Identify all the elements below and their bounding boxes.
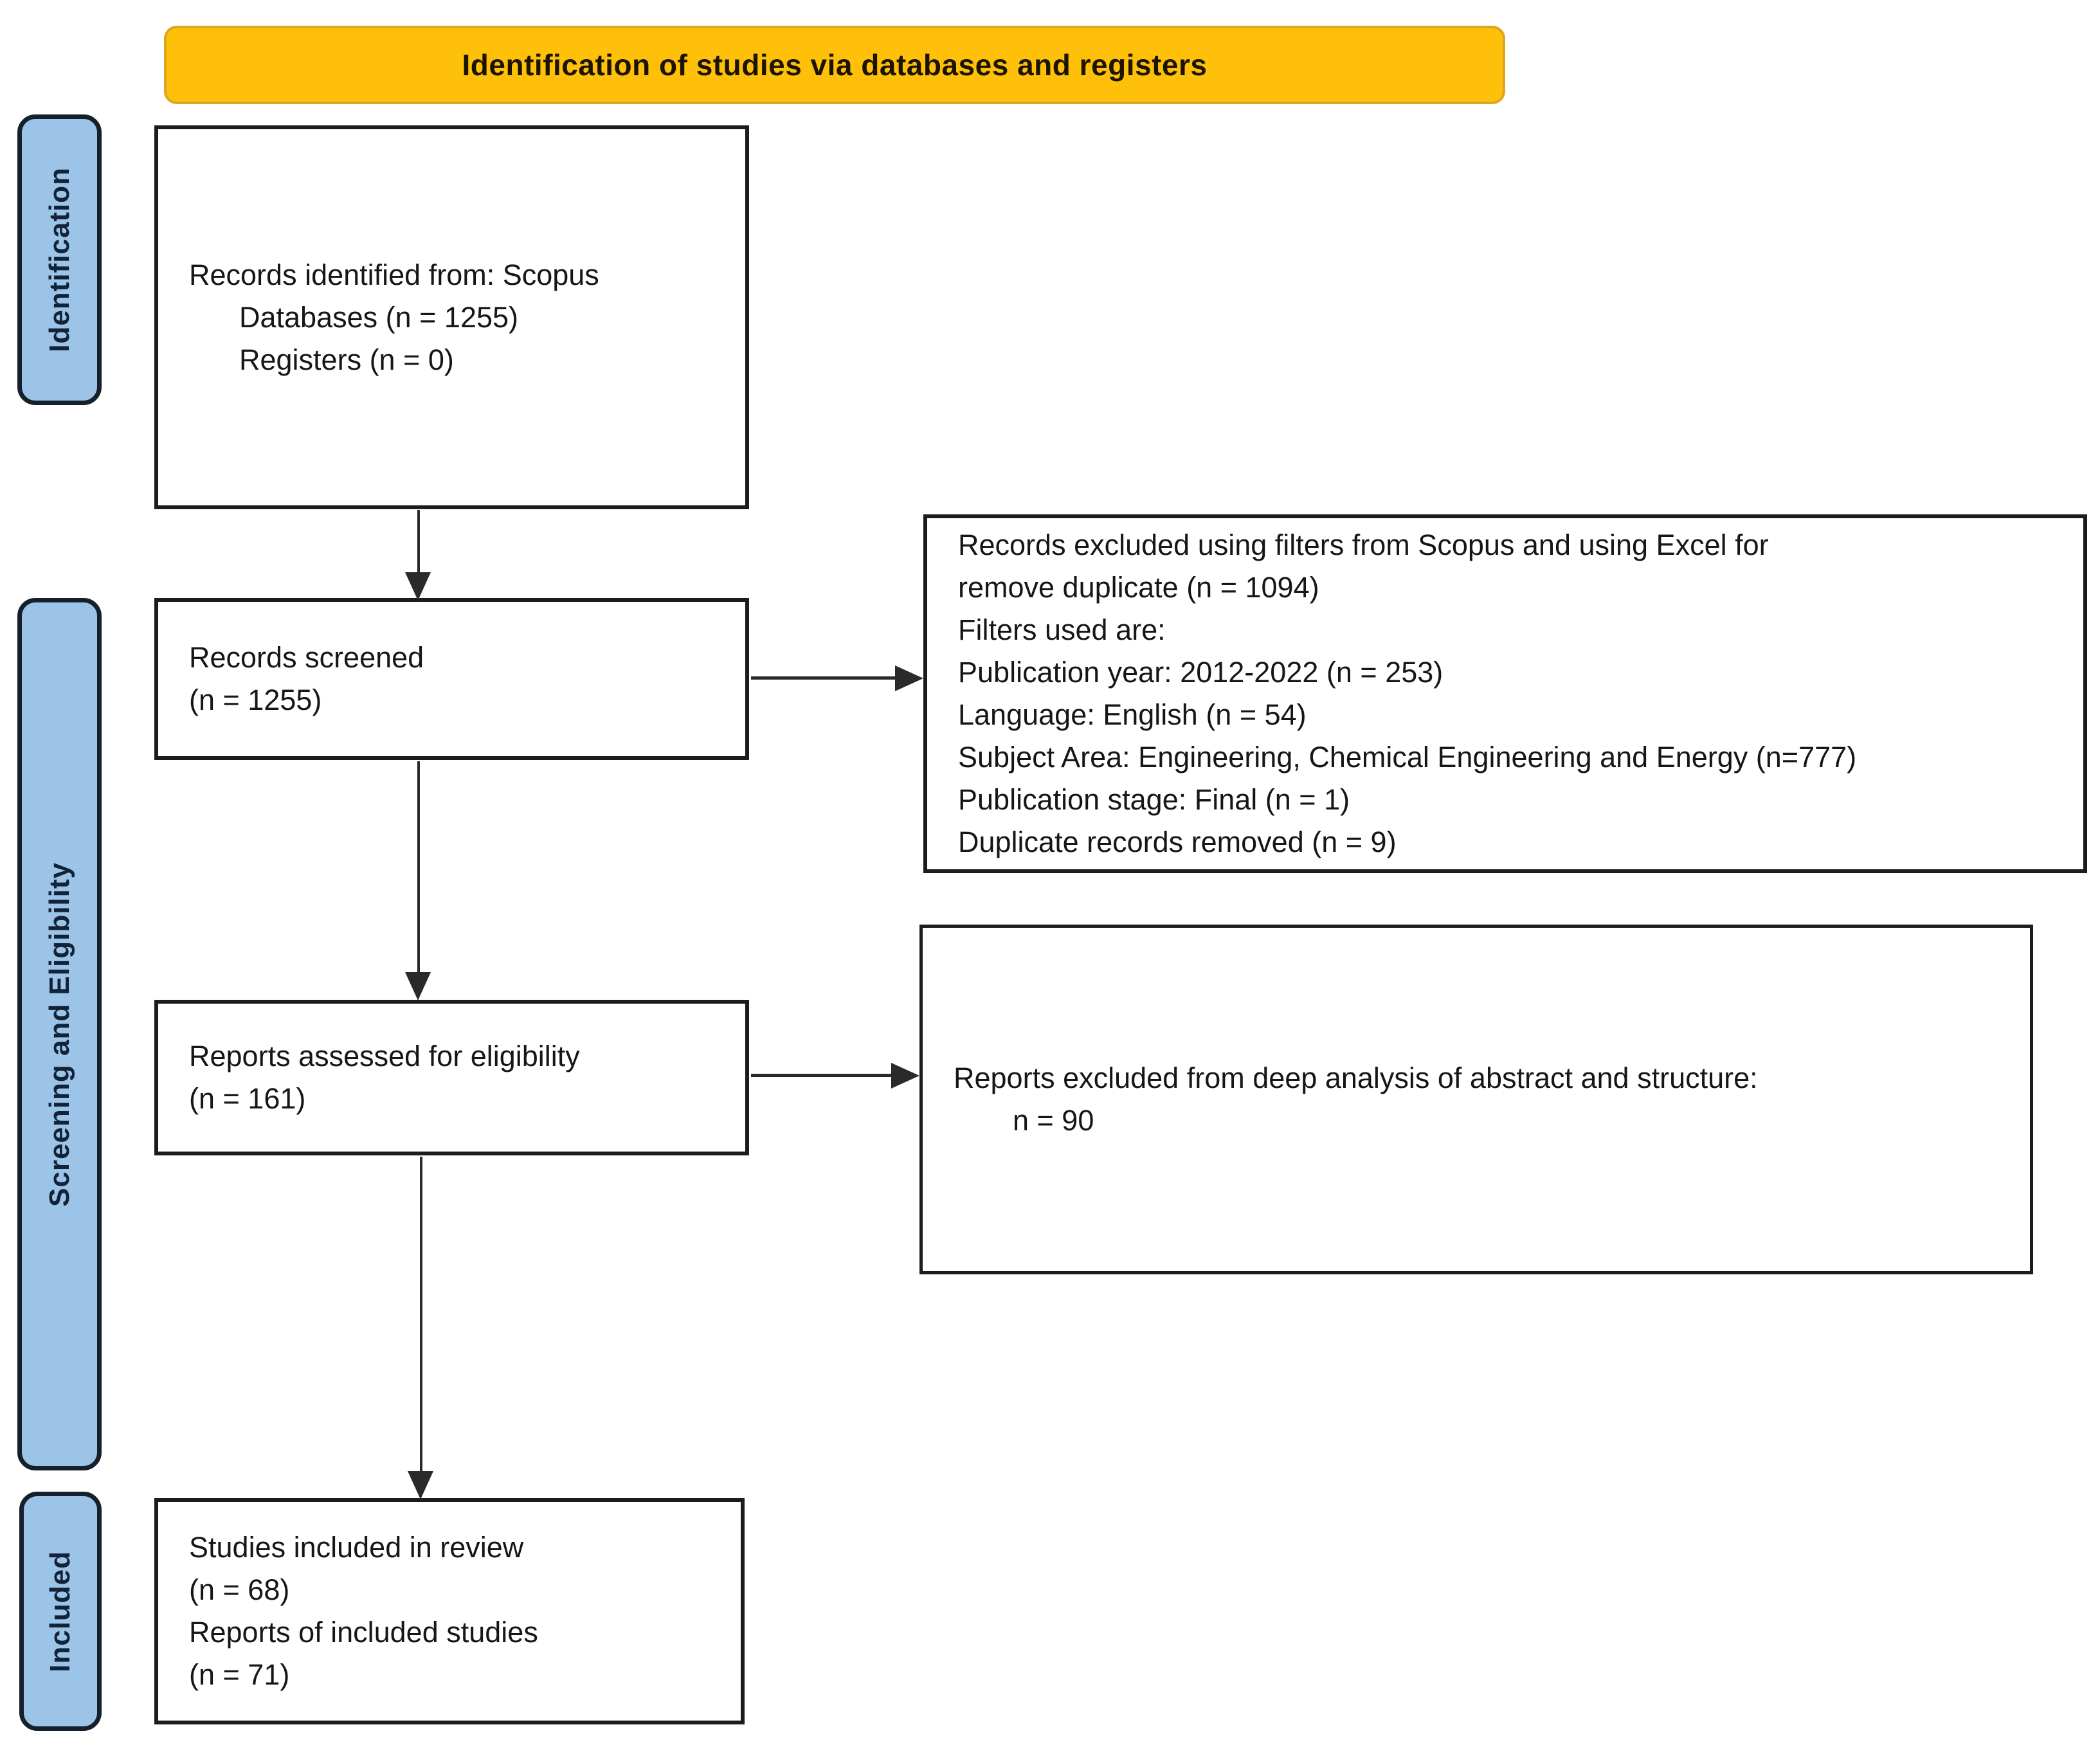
stage-label-text: Included	[44, 1550, 76, 1672]
stage-label-text: Screening and Eligibility	[43, 862, 75, 1207]
text-line: Records excluded using filters from Scop…	[958, 529, 1769, 561]
text-line: Language: English (n = 54)	[958, 698, 1307, 731]
stage-label-text: Identification	[43, 167, 75, 352]
text-line: Reports excluded from deep analysis of a…	[954, 1062, 1758, 1094]
text-line: (n = 1255)	[189, 683, 322, 716]
box-reports-assessed: Reports assessed for eligibility (n = 16…	[154, 1000, 749, 1155]
title-banner-label: Identification of studies via databases …	[462, 48, 1208, 82]
text-line: Reports assessed for eligibility	[189, 1040, 580, 1072]
text-line: Records screened	[189, 641, 424, 674]
text-line: Databases (n = 1255)	[239, 300, 519, 334]
box-records-excluded-filters: Records excluded using filters from Scop…	[923, 514, 2087, 873]
text-line: Publication year: 2012-2022 (n = 253)	[958, 656, 1444, 689]
text-line: Publication stage: Final (n = 1)	[958, 783, 1350, 816]
title-banner: Identification of studies via databases …	[164, 26, 1505, 104]
arrow-line-screened-to-excluded	[751, 676, 896, 680]
down-arrowhead-icon	[408, 1471, 433, 1499]
text-line: (n = 68)	[189, 1573, 290, 1606]
arrow-line-identified-to-screened	[417, 510, 420, 574]
stage-label-identification: Identification	[17, 114, 102, 405]
arrow-line-assessed-to-included	[420, 1157, 422, 1473]
text-line: n = 90	[1013, 1104, 1094, 1137]
right-arrowhead-icon	[895, 665, 923, 691]
text-line: (n = 161)	[189, 1082, 306, 1115]
text-line: Filters used are:	[958, 613, 1166, 646]
down-arrowhead-icon	[405, 972, 431, 1000]
text-line: Registers (n = 0)	[239, 343, 454, 376]
text-line: Studies included in review	[189, 1531, 524, 1564]
box-studies-included: Studies included in review (n = 68) Repo…	[154, 1498, 745, 1724]
text-line: Subject Area: Engineering, Chemical Engi…	[958, 741, 1857, 773]
text-line: Duplicate records removed (n = 9)	[958, 826, 1397, 858]
right-arrowhead-icon	[891, 1063, 919, 1089]
text-line: Records identified from: Scopus	[189, 258, 599, 291]
box-records-screened: Records screened (n = 1255)	[154, 598, 749, 760]
arrow-line-screened-to-assessed	[417, 761, 420, 973]
stage-label-screening-eligibility: Screening and Eligibility	[17, 598, 102, 1470]
text-line: remove duplicate (n = 1094)	[958, 571, 1319, 604]
stage-label-included: Included	[19, 1492, 102, 1731]
down-arrowhead-icon	[405, 572, 431, 601]
text-line: Reports of included studies	[189, 1616, 538, 1649]
box-records-identified: Records identified from: Scopus Database…	[154, 125, 749, 509]
arrow-line-assessed-to-excluded	[751, 1074, 892, 1077]
box-reports-excluded: Reports excluded from deep analysis of a…	[919, 925, 2033, 1274]
text-line: (n = 71)	[189, 1658, 290, 1691]
